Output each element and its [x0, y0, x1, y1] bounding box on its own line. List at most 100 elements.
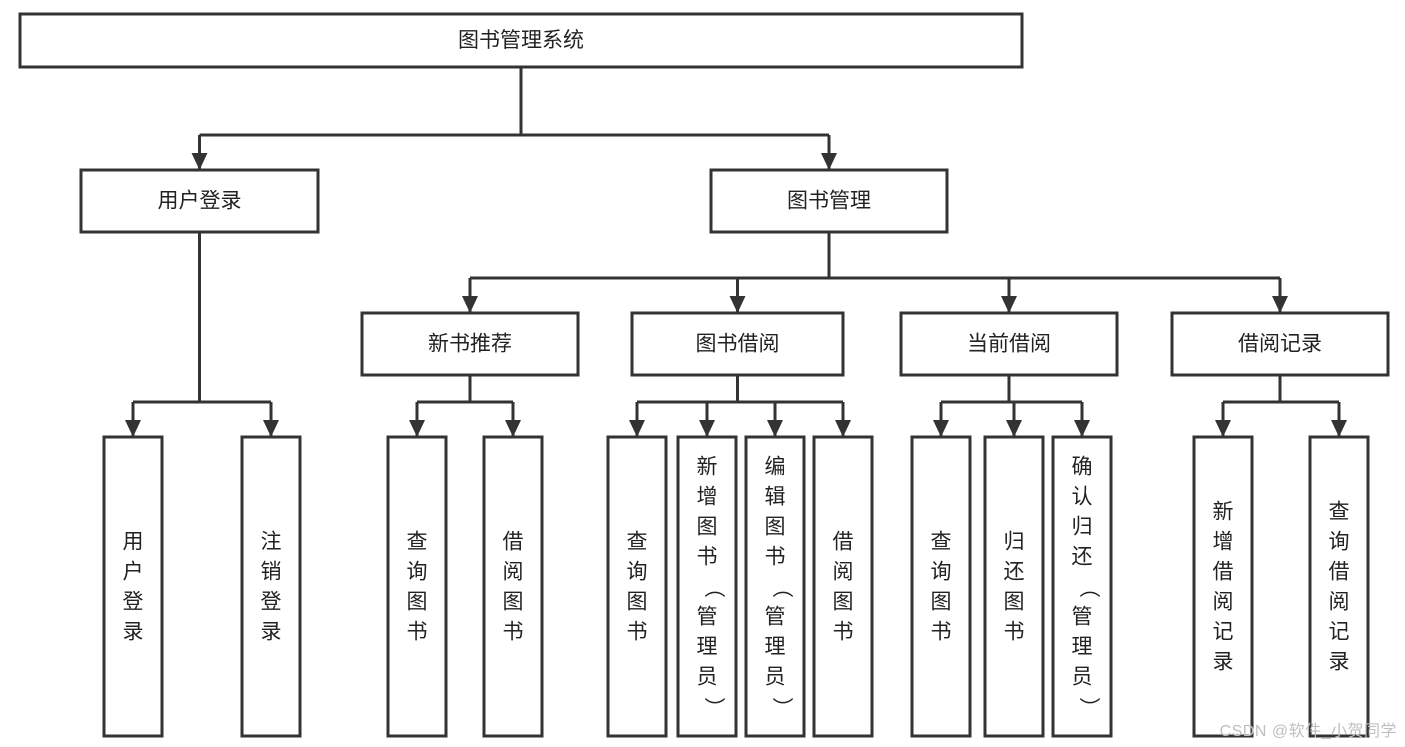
node-label-char: ） — [1077, 697, 1100, 718]
node-box[interactable] — [910, 435, 972, 738]
node-label-char: 图 — [697, 516, 718, 539]
node-box[interactable] — [102, 435, 164, 738]
node-label-char: 阅 — [1213, 591, 1234, 614]
arrow-head — [505, 420, 521, 437]
node-leaf_user_login[interactable]: 用户登录 — [102, 435, 164, 738]
node-label-char: 借 — [503, 531, 524, 554]
node-box[interactable] — [676, 435, 738, 738]
node-label-char: 录 — [1329, 651, 1350, 674]
arrow-head — [125, 420, 141, 437]
node-label-char: 借 — [1213, 561, 1234, 584]
node-box[interactable] — [606, 435, 668, 738]
arrow-head — [1215, 420, 1231, 437]
node-label-char: 录 — [1213, 651, 1234, 674]
node-box[interactable] — [630, 311, 845, 377]
arrow-head — [729, 296, 746, 313]
arrow-head — [629, 420, 645, 437]
node-box[interactable] — [1308, 435, 1370, 738]
arrow-head — [767, 420, 783, 437]
arrow-head — [933, 420, 949, 437]
connector-layer — [125, 67, 1347, 437]
node-label: 用户登录 — [158, 190, 242, 213]
node-label-char: 管 — [1072, 606, 1093, 629]
node-label-char: 员 — [1072, 666, 1093, 689]
node-label-char: 书 — [697, 546, 718, 569]
node-label-char: 登 — [261, 591, 282, 614]
arrow-head — [1001, 296, 1017, 313]
node-box[interactable] — [1051, 435, 1113, 738]
node-box[interactable] — [709, 168, 949, 234]
arrow-head — [1272, 296, 1288, 313]
node-root[interactable]: 图书管理系统 — [18, 12, 1024, 69]
node-book_borrow[interactable]: 图书借阅 — [630, 311, 845, 377]
node-label-char: 借 — [1329, 561, 1350, 584]
node-label-char: 书 — [503, 621, 524, 644]
arrow-head — [1074, 420, 1090, 437]
node-label-char: 员 — [765, 666, 786, 689]
node-label-char: 注 — [261, 531, 282, 554]
node-box[interactable] — [240, 435, 302, 738]
node-label-char: 书 — [765, 546, 786, 569]
node-box[interactable] — [79, 168, 320, 234]
node-current_borrow[interactable]: 当前借阅 — [899, 311, 1119, 377]
node-label-char: 归 — [1072, 516, 1093, 539]
node-label-char: 书 — [931, 621, 952, 644]
arrow-head — [835, 420, 851, 437]
node-borrow_record[interactable]: 借阅记录 — [1170, 311, 1390, 377]
node-new_book_rec[interactable]: 新书推荐 — [360, 311, 580, 377]
node-label-char: 增 — [1213, 531, 1234, 554]
node-label-char: 借 — [833, 531, 854, 554]
node-box[interactable] — [899, 311, 1119, 377]
node-label-char: 查 — [931, 531, 952, 554]
node-label-char: 询 — [931, 561, 952, 584]
node-box[interactable] — [983, 435, 1045, 738]
node-label-char: 认 — [1072, 486, 1093, 509]
node-label-char: 编 — [765, 456, 786, 479]
node-label-char: 归 — [1004, 531, 1025, 554]
node-box[interactable] — [360, 311, 580, 377]
node-label-char: 增 — [697, 486, 718, 509]
node-label-char: 阅 — [503, 561, 524, 584]
node-label-char: （ — [1077, 577, 1100, 598]
node-label-char: 阅 — [833, 561, 854, 584]
node-label-char: 新 — [697, 456, 718, 479]
node-user_login[interactable]: 用户登录 — [79, 168, 320, 234]
node-label-char: 员 — [697, 666, 718, 689]
arrow-head — [409, 420, 425, 437]
node-label-char: 阅 — [1329, 591, 1350, 614]
node-box[interactable] — [386, 435, 448, 738]
node-label-char: 确 — [1072, 456, 1093, 479]
node-box[interactable] — [1170, 311, 1390, 377]
node-box[interactable] — [482, 435, 544, 738]
node-label: 新书推荐 — [428, 333, 512, 356]
node-label-char: 询 — [627, 561, 648, 584]
node-label-char: 还 — [1004, 561, 1025, 584]
node-book_manage[interactable]: 图书管理 — [709, 168, 949, 234]
node-label-char: 图 — [833, 591, 854, 614]
node-label-char: 辑 — [765, 486, 786, 509]
node-label-char: 书 — [627, 621, 648, 644]
arrow-head — [263, 420, 279, 437]
node-label-char: 询 — [1329, 531, 1350, 554]
node-label-char: 图 — [765, 516, 786, 539]
node-box[interactable] — [18, 12, 1024, 69]
node-label-char: 用 — [123, 531, 144, 554]
node-label-char: 查 — [407, 531, 428, 554]
node-box[interactable] — [812, 435, 874, 738]
node-label-char: 管 — [697, 606, 718, 629]
node-box[interactable] — [744, 435, 806, 738]
node-box[interactable] — [1192, 435, 1254, 738]
